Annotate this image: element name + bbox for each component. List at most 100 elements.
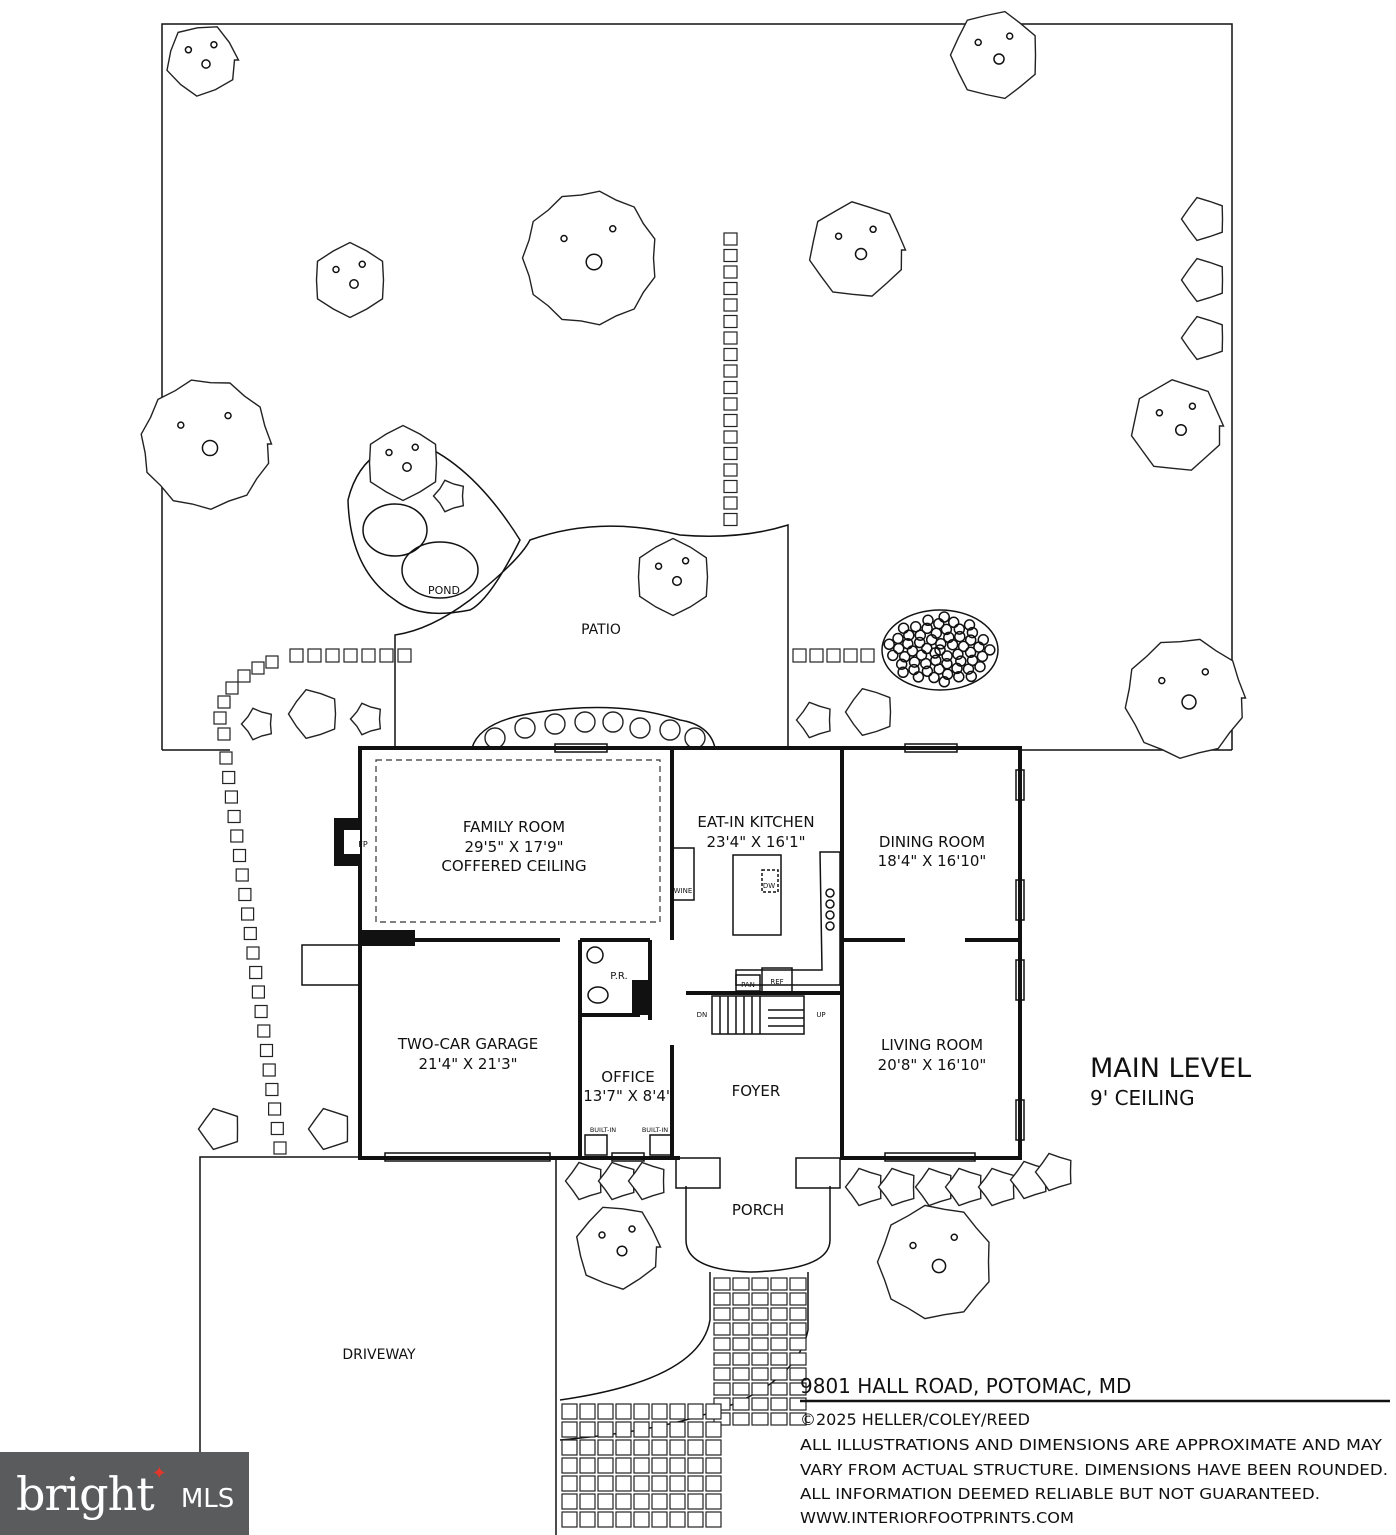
tree-detail xyxy=(210,40,218,49)
walk-paver xyxy=(615,1403,632,1420)
tree-icon xyxy=(1124,638,1247,760)
stepping-stone xyxy=(251,985,265,999)
tree-detail xyxy=(628,1225,636,1233)
walk-paver xyxy=(705,1493,722,1510)
walk-paver xyxy=(751,1322,769,1336)
tree-detail xyxy=(681,557,690,565)
stepping-stone xyxy=(723,232,738,246)
tree-knot xyxy=(585,253,603,271)
patio-outline xyxy=(394,523,789,748)
walk-paver xyxy=(633,1421,650,1438)
walk-paver xyxy=(705,1439,722,1456)
stepping-stone xyxy=(723,413,738,428)
trees xyxy=(140,10,1247,1320)
tree-detail xyxy=(1158,676,1166,685)
footer-disclaimer-1: ALL ILLUSTRATIONS AND DIMENSIONS ARE APP… xyxy=(800,1436,1383,1454)
stepping-stone xyxy=(224,790,238,804)
tree-icon xyxy=(844,687,892,737)
stepping-stone xyxy=(723,248,738,263)
stone xyxy=(892,642,905,655)
tree-icon xyxy=(307,1107,349,1151)
walk-paver xyxy=(789,1277,807,1291)
tree-icon xyxy=(914,1167,952,1207)
stepping-stone xyxy=(268,1102,282,1116)
stepping-stone xyxy=(243,926,257,941)
walk-paver xyxy=(615,1421,632,1438)
tree-detail xyxy=(560,234,568,243)
walk-paver xyxy=(651,1475,668,1492)
tree-knot xyxy=(671,575,683,587)
stepping-stone xyxy=(230,829,244,843)
walk-paver xyxy=(669,1493,686,1510)
stone xyxy=(940,623,953,636)
shrub-icon xyxy=(574,711,596,733)
walk-paver xyxy=(789,1382,807,1396)
walk-paver xyxy=(615,1511,632,1528)
tree-icon xyxy=(977,1167,1015,1207)
walk-paver xyxy=(713,1322,731,1336)
stepping-stone xyxy=(723,265,738,279)
property-line xyxy=(161,23,1233,750)
refrigerator-label: REF xyxy=(770,978,783,986)
tree-knot xyxy=(201,439,219,457)
footer-disclaimer-2: VARY FROM ACTUAL STRUCTURE. DIMENSIONS H… xyxy=(800,1461,1388,1479)
walk-paver xyxy=(597,1493,614,1510)
footer-website: WWW.INTERIORFOOTPRINTS.COM xyxy=(800,1509,1074,1527)
walk-paver xyxy=(651,1439,668,1456)
brand-name: bright xyxy=(16,1466,155,1521)
wine-label: WINE xyxy=(674,887,693,895)
garage-wall-block xyxy=(360,930,415,946)
shrub-icon xyxy=(514,717,536,739)
stone xyxy=(913,636,926,649)
stepping-stone xyxy=(723,364,738,378)
stepping-stone xyxy=(723,347,738,362)
tree-detail xyxy=(834,232,843,240)
stone xyxy=(976,650,989,663)
living-room-name: LIVING ROOM xyxy=(881,1036,983,1054)
walk-paver xyxy=(705,1475,722,1492)
walk-paver xyxy=(579,1475,596,1492)
stepping-stone xyxy=(235,868,249,882)
tree-icon xyxy=(240,707,273,741)
tree-icon xyxy=(1180,315,1224,361)
walk-paver xyxy=(713,1277,731,1291)
front-walk-inner-edge xyxy=(559,1272,711,1401)
stone xyxy=(951,662,963,675)
stepping-stone xyxy=(213,711,227,725)
tree-detail xyxy=(224,411,232,420)
tree-knot xyxy=(1174,423,1188,437)
walk-paver xyxy=(732,1292,750,1306)
walk-paver xyxy=(713,1352,731,1366)
stone xyxy=(947,616,960,629)
family-room-note: COFFERED CEILING xyxy=(441,857,586,875)
walk-paver xyxy=(789,1307,807,1321)
level-title: MAIN LEVEL xyxy=(1090,1053,1251,1084)
walk-paver xyxy=(687,1475,704,1492)
walk-paver xyxy=(770,1322,788,1336)
walk-paver xyxy=(651,1511,668,1528)
fireplace-opening xyxy=(344,830,360,854)
brand-spark-icon: ✦ xyxy=(151,1463,167,1483)
stepping-stone xyxy=(307,648,322,663)
stepping-stone xyxy=(843,648,858,663)
fireplace-label: FP xyxy=(358,840,368,849)
walk-paver xyxy=(751,1292,769,1306)
tree-knot xyxy=(616,1245,628,1257)
shrub-icon xyxy=(484,727,506,749)
walk-paver xyxy=(633,1493,650,1510)
stepping-stone xyxy=(237,669,251,683)
stone xyxy=(977,634,990,646)
porch-outline xyxy=(685,1186,831,1273)
walk-paver xyxy=(770,1352,788,1366)
walk-paver xyxy=(615,1493,632,1510)
stone xyxy=(897,622,910,634)
walk-paver xyxy=(579,1421,596,1438)
walk-paver xyxy=(561,1439,578,1456)
stone xyxy=(902,638,914,650)
walk-paver xyxy=(705,1403,722,1420)
stone xyxy=(897,666,909,679)
stone xyxy=(921,665,934,678)
tree-detail xyxy=(869,225,877,234)
walk-paver xyxy=(561,1493,578,1510)
walk-paver xyxy=(579,1493,596,1510)
